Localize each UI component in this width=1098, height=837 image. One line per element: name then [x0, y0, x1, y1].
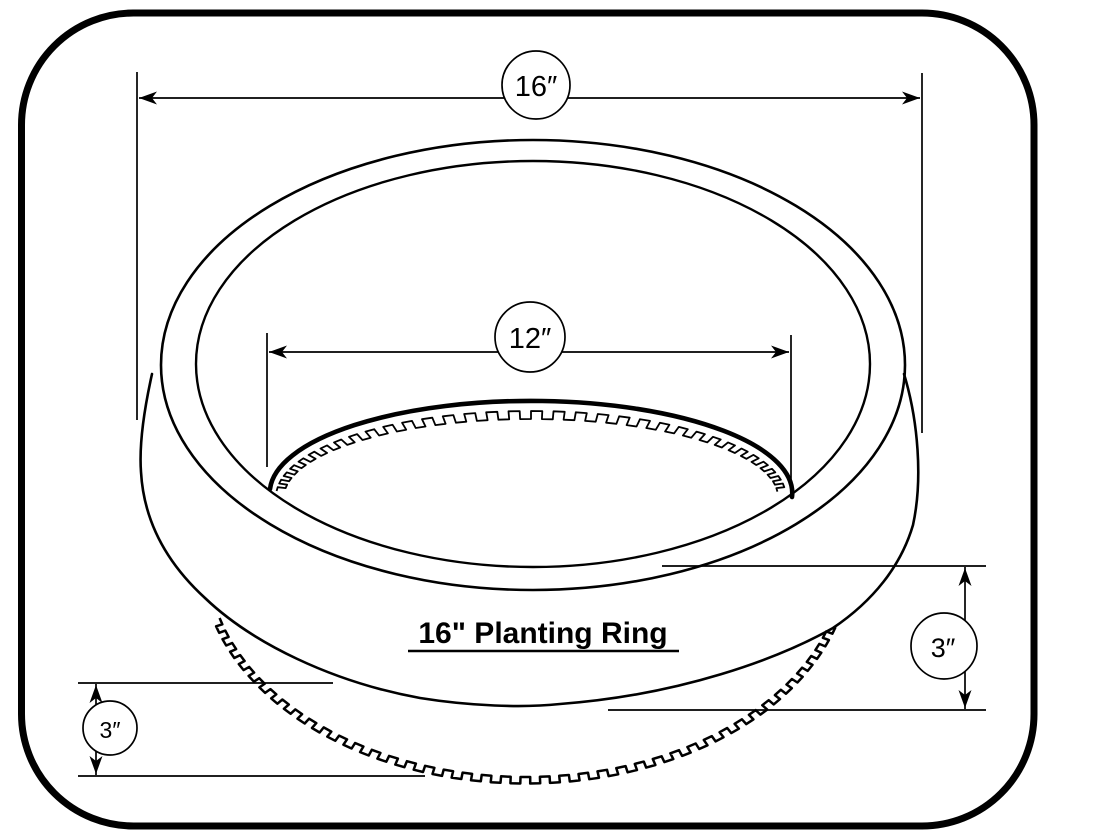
arrowhead-up-icon: [89, 685, 103, 703]
title-group: 16" Planting Ring: [408, 617, 679, 653]
dimension-outer-diameter: 16″: [136, 50, 923, 433]
ring-wall-silhouette: [139, 372, 920, 708]
diagram-title: 16" Planting Ring: [418, 617, 667, 650]
dimension-height-left: 3″: [78, 682, 425, 777]
dimension-label-12: 12″: [509, 323, 552, 355]
dimension-callout-circle: [501, 50, 571, 120]
ground-serration: [214, 617, 837, 785]
arrowhead-left-icon: [269, 345, 287, 359]
dimension-callout-circle: [494, 301, 566, 373]
arrowhead-right-icon: [902, 91, 920, 105]
dimension-callout-circle: [82, 700, 138, 756]
dimension-label-3-right: 3″: [931, 633, 956, 663]
dimension-height-right: 3″: [608, 565, 986, 711]
arrowhead-down-icon: [89, 756, 103, 774]
outer-rim-ellipse: [159, 138, 907, 592]
rounded-frame-border: [18, 9, 1038, 830]
dimension-callout-circle: [910, 612, 978, 680]
dimension-label-3-left: 3″: [100, 717, 121, 743]
dimension-inner-diameter: 12″: [266, 301, 792, 485]
arrowhead-down-icon: [958, 690, 972, 708]
arrowhead-left-icon: [139, 91, 157, 105]
arrowhead-right-icon: [771, 345, 789, 359]
dimension-label-16: 16″: [515, 71, 558, 103]
ring-drawing: [139, 138, 920, 785]
opening-edge-arc: [267, 398, 795, 500]
inner-rim-ellipse: [194, 159, 872, 569]
arrowhead-up-icon: [958, 568, 972, 586]
opening-serration: [275, 410, 786, 492]
